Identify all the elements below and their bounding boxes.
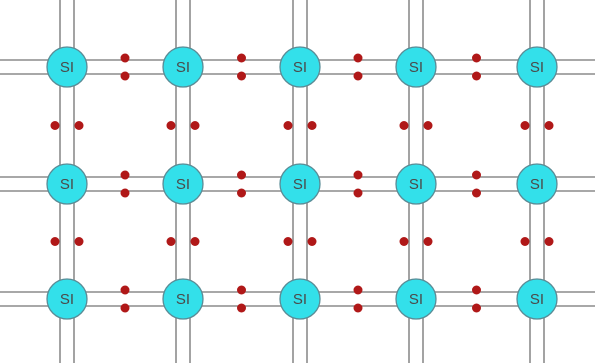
electron-dot bbox=[120, 188, 130, 198]
atom-label: SI bbox=[530, 176, 544, 193]
electron-dot bbox=[353, 188, 363, 198]
atom-label: SI bbox=[176, 59, 190, 76]
electron-dot bbox=[399, 121, 409, 130]
silicon-atom: SI bbox=[162, 46, 204, 88]
silicon-atom: SI bbox=[162, 163, 204, 205]
silicon-atom: SI bbox=[279, 46, 321, 88]
electron-dot bbox=[544, 237, 554, 246]
atom-circle bbox=[395, 163, 437, 205]
electron-dot bbox=[544, 121, 554, 130]
electron-dot bbox=[423, 237, 433, 246]
electron-dot bbox=[353, 303, 363, 313]
atom-label: SI bbox=[530, 59, 544, 76]
electron-dot bbox=[237, 303, 246, 313]
electron-dot bbox=[472, 53, 481, 63]
electron-dot bbox=[353, 285, 363, 295]
atom-label: SI bbox=[409, 291, 423, 308]
atom-circle bbox=[162, 46, 204, 88]
electron-dot bbox=[190, 121, 200, 130]
electron-dot bbox=[472, 71, 481, 81]
atom-label: SI bbox=[176, 291, 190, 308]
silicon-atom: SI bbox=[516, 163, 558, 205]
electron-dot bbox=[237, 285, 246, 295]
atom-circle bbox=[46, 278, 88, 320]
silicon-atoms: SI SI SI SI SI SI SI SI SI SI SI SI SI SI SI bbox=[46, 46, 558, 320]
electron-dot bbox=[307, 121, 317, 130]
silicon-atom: SI bbox=[279, 163, 321, 205]
atom-circle bbox=[516, 46, 558, 88]
silicon-atom: SI bbox=[516, 46, 558, 88]
electron-dot bbox=[472, 188, 481, 198]
silicon-atom: SI bbox=[279, 278, 321, 320]
electron-dot bbox=[190, 237, 200, 246]
atom-label: SI bbox=[293, 291, 307, 308]
valence-electrons bbox=[50, 53, 554, 313]
electron-dot bbox=[353, 71, 363, 81]
electron-dot bbox=[74, 237, 84, 246]
silicon-atom: SI bbox=[395, 46, 437, 88]
electron-dot bbox=[353, 53, 363, 63]
silicon-atom: SI bbox=[395, 278, 437, 320]
electron-dot bbox=[472, 170, 481, 180]
atom-label: SI bbox=[60, 176, 74, 193]
atom-circle bbox=[162, 163, 204, 205]
electron-dot bbox=[120, 71, 130, 81]
electron-dot bbox=[237, 188, 246, 198]
atom-label: SI bbox=[176, 176, 190, 193]
electron-dot bbox=[283, 237, 293, 246]
electron-dot bbox=[237, 71, 246, 81]
electron-dot bbox=[307, 237, 317, 246]
electron-dot bbox=[166, 237, 176, 246]
electron-dot bbox=[423, 121, 433, 130]
atom-label: SI bbox=[60, 291, 74, 308]
atom-circle bbox=[46, 163, 88, 205]
atom-circle bbox=[395, 278, 437, 320]
atom-circle bbox=[46, 46, 88, 88]
electron-dot bbox=[120, 285, 130, 295]
electron-dot bbox=[237, 170, 246, 180]
atom-circle bbox=[279, 163, 321, 205]
atom-circle bbox=[279, 46, 321, 88]
atom-label: SI bbox=[409, 176, 423, 193]
atom-label: SI bbox=[60, 59, 74, 76]
atom-circle bbox=[516, 163, 558, 205]
electron-dot bbox=[520, 237, 530, 246]
electron-dot bbox=[120, 303, 130, 313]
electron-dot bbox=[472, 303, 481, 313]
atom-label: SI bbox=[530, 291, 544, 308]
atom-label: SI bbox=[293, 176, 307, 193]
electron-dot bbox=[399, 237, 409, 246]
silicon-atom: SI bbox=[516, 278, 558, 320]
electron-dot bbox=[120, 53, 130, 63]
electron-dot bbox=[50, 237, 60, 246]
electron-dot bbox=[50, 121, 60, 130]
atom-label: SI bbox=[409, 59, 423, 76]
electron-dot bbox=[353, 170, 363, 180]
silicon-atom: SI bbox=[395, 163, 437, 205]
silicon-atom: SI bbox=[46, 278, 88, 320]
atom-label: SI bbox=[293, 59, 307, 76]
atom-circle bbox=[162, 278, 204, 320]
electron-dot bbox=[166, 121, 176, 130]
atom-circle bbox=[516, 278, 558, 320]
electron-dot bbox=[74, 121, 84, 130]
atom-circle bbox=[279, 278, 321, 320]
electron-dot bbox=[283, 121, 293, 130]
silicon-atom: SI bbox=[162, 278, 204, 320]
electron-dot bbox=[472, 285, 481, 295]
electron-dot bbox=[237, 53, 246, 63]
atom-circle bbox=[395, 46, 437, 88]
silicon-atom: SI bbox=[46, 163, 88, 205]
electron-dot bbox=[120, 170, 130, 180]
electron-dot bbox=[520, 121, 530, 130]
silicon-atom: SI bbox=[46, 46, 88, 88]
